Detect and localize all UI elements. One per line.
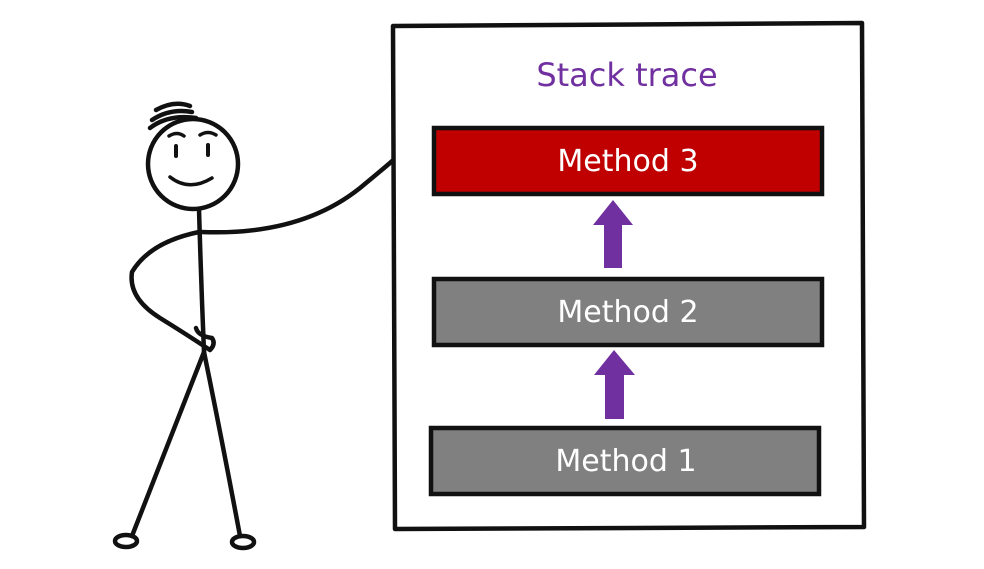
up-arrow-icon [593, 200, 633, 268]
stack-frame-method-3: Method 3 [431, 125, 825, 197]
stack-frame-label: Method 1 [555, 444, 696, 479]
smile-icon [168, 175, 214, 187]
stack-frame-box [431, 276, 825, 348]
stick-figure-pointing-icon [112, 101, 419, 551]
stack-frame-label: Method 3 [557, 144, 698, 179]
stack-frame-box [428, 425, 822, 497]
up-arrow-icon [594, 350, 635, 419]
right-leg-icon [201, 349, 243, 539]
diagram-title: Stack trace [536, 56, 717, 94]
stack-frame-method-2: Method 2 [431, 276, 825, 348]
stack-frame-method-1: Method 1 [428, 425, 822, 497]
hip-arm-icon [129, 229, 216, 353]
head-icon [145, 116, 241, 212]
pointing-arm-icon [198, 153, 401, 235]
stack-frame-label: Method 2 [557, 295, 698, 330]
left-leg-icon [129, 349, 207, 539]
stack-frame-box [431, 125, 825, 197]
